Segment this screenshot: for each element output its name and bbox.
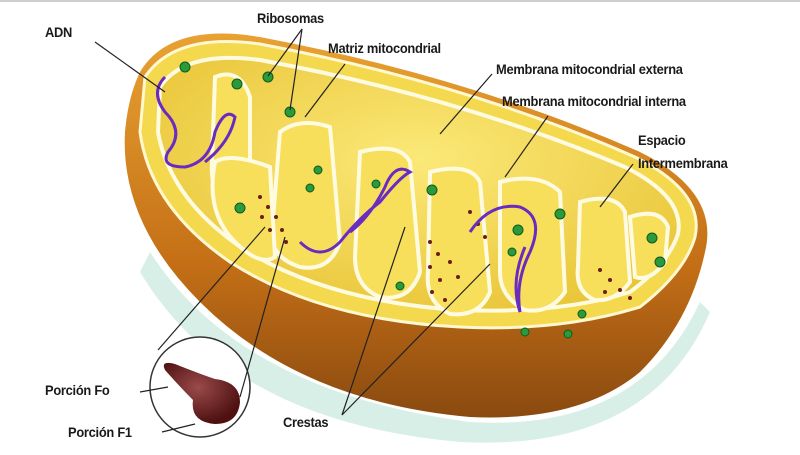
atp-synthase-enlarged bbox=[163, 362, 240, 424]
shadow bbox=[140, 252, 710, 443]
label-espacio: Espacio bbox=[638, 132, 686, 148]
label-adn: ADN bbox=[45, 24, 73, 40]
label-matriz: Matriz mitocondrial bbox=[328, 40, 441, 56]
atp-synthase-particles bbox=[258, 195, 632, 302]
ribosomes bbox=[179, 61, 666, 339]
cristae bbox=[209, 72, 671, 317]
label-crestas: Crestas bbox=[283, 414, 329, 430]
label-membrana-interna: Membrana mitocondrial interna bbox=[502, 93, 686, 109]
label-ribosomas: Ribosomas bbox=[257, 10, 324, 26]
dna-strands bbox=[156, 75, 538, 313]
label-porcion-f1: Porción F1 bbox=[68, 424, 132, 440]
label-membrana-externa: Membrana mitocondrial externa bbox=[496, 61, 683, 77]
leader-lines bbox=[94, 28, 634, 433]
label-intermembrana: Intermembrana bbox=[638, 155, 728, 171]
label-porcion-fo: Porción Fo bbox=[45, 382, 110, 398]
